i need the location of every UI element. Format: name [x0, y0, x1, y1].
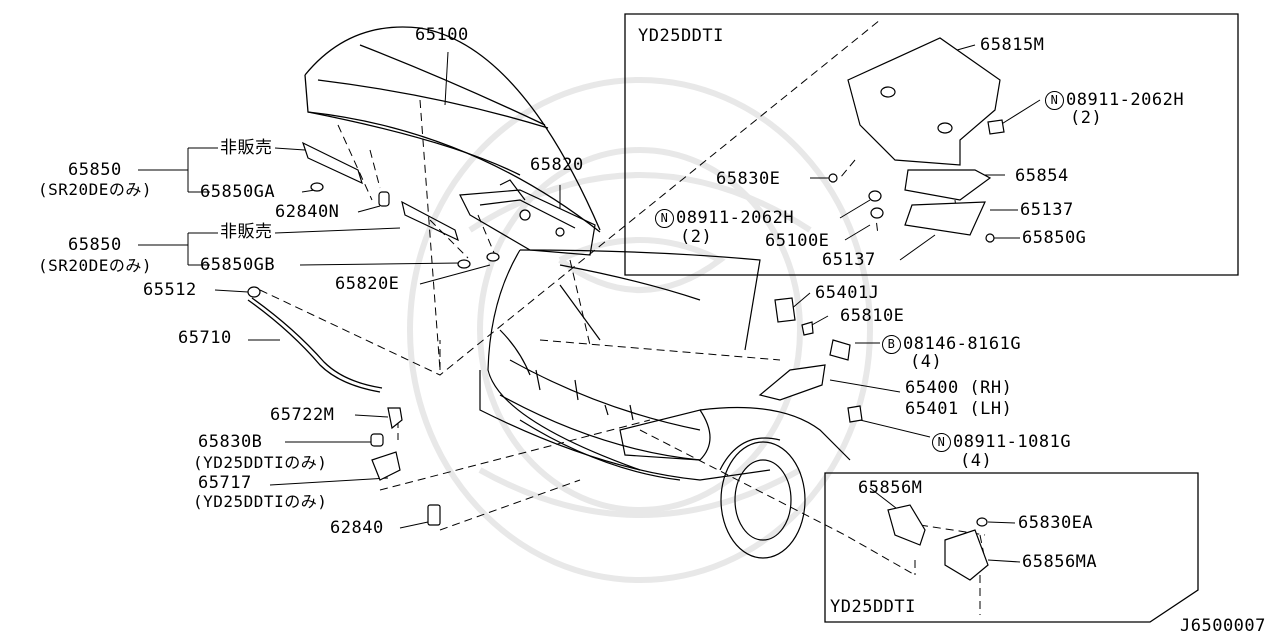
small-parts [248, 38, 1004, 580]
diagram-code: J6500007 [1180, 616, 1266, 636]
part-65401-lh: 65401 (LH) [905, 399, 1013, 419]
part-62840n: 62840N [275, 202, 340, 222]
n-mark-icon: N [1045, 91, 1064, 110]
inset-bottom-title: YD25DDTI [830, 597, 916, 617]
part-65100: 65100 [415, 25, 469, 45]
inset-top-title: YD25DDTI [638, 26, 724, 46]
part-65401j: 65401J [815, 283, 880, 303]
b-mark-icon: B [882, 335, 901, 354]
part-65810e: 65810E [840, 306, 905, 326]
part-65137-b: 65137 [822, 250, 876, 270]
part-65100e: 65100E [765, 231, 830, 251]
hood-outline [305, 27, 600, 232]
n-mark-icon: N [932, 433, 951, 452]
inset-bottom-frame [825, 473, 1198, 622]
part-65830ea: 65830EA [1018, 513, 1094, 533]
part-65717: 65717 [198, 473, 252, 493]
part-08911-1081g-qty: (4) [960, 451, 993, 471]
seal-strips [303, 143, 458, 240]
part-65820e: 65820E [335, 274, 400, 294]
part-08911-2062h-b-qty: (2) [680, 227, 713, 247]
part-08911-2062h-a-code: 08911-2062H [1066, 90, 1185, 110]
car-body-outline [480, 250, 850, 558]
part-65850gb: 65850GB [200, 255, 276, 275]
part-62840: 62840 [330, 518, 384, 538]
part-65830b-note: (YD25DDTIのみ) [193, 453, 328, 472]
part-65717-note: (YD25DDTIのみ) [193, 492, 328, 511]
part-65850ga: 65850GA [200, 182, 276, 202]
part-65400-rh: 65400 (RH) [905, 378, 1013, 398]
part-65815m: 65815M [980, 35, 1045, 55]
not-for-sale-a: 非販売 [220, 138, 273, 158]
part-65722m: 65722M [270, 405, 335, 425]
part-65830b: 65830B [198, 432, 263, 452]
hood-stay-rod [248, 298, 382, 392]
part-08146-qty: (4) [910, 352, 943, 372]
part-65856m: 65856M [858, 478, 923, 498]
part-65512: 65512 [143, 280, 197, 300]
part-08911-1081g-code: 08911-1081G [953, 432, 1072, 452]
lock-support-65820 [460, 180, 595, 255]
part-65850-b: 65850 [68, 235, 122, 255]
part-08146-code: 08146-8161G [903, 334, 1022, 354]
n-mark-icon: N [655, 209, 674, 228]
part-65820: 65820 [530, 155, 584, 175]
part-65850-a-note: (SR20DEのみ) [38, 180, 153, 199]
part-65137-a: 65137 [1020, 200, 1074, 220]
part-65850-a: 65850 [68, 160, 122, 180]
watermark-emblem [410, 80, 870, 580]
part-65854: 65854 [1015, 166, 1069, 186]
part-65830e: 65830E [716, 169, 781, 189]
part-65710: 65710 [178, 328, 232, 348]
part-65856ma: 65856MA [1022, 552, 1098, 572]
inset-top-frame [625, 14, 1238, 275]
not-for-sale-b: 非販売 [220, 222, 273, 242]
part-65850-b-note: (SR20DEのみ) [38, 256, 153, 275]
part-08911-2062h-a-qty: (2) [1070, 108, 1103, 128]
part-08911-2062h-b-code: 08911-2062H [676, 208, 795, 228]
part-65850g: 65850G [1022, 228, 1087, 248]
